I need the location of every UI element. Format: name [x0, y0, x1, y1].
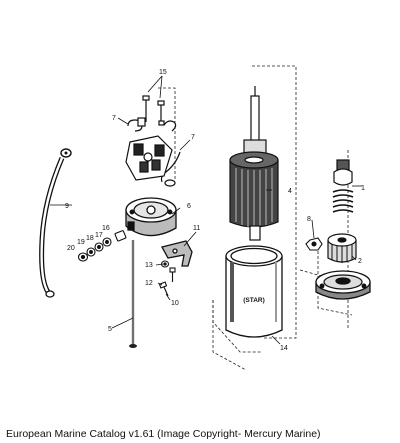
callout-4: 4	[288, 188, 292, 195]
brush-springs	[127, 117, 181, 187]
brush-plate	[125, 135, 173, 181]
callout-10: 10	[171, 300, 179, 307]
callout-8: 8	[307, 216, 311, 223]
drive-end-cap	[315, 270, 371, 300]
callout-14: 14	[280, 345, 288, 352]
callout-5: 5	[108, 326, 112, 333]
callout-17: 17	[95, 232, 103, 239]
callout-9: 9	[65, 203, 69, 210]
callout-1: 1	[361, 185, 365, 192]
callout-20: 20	[67, 245, 75, 252]
starter-housing: (STAR)	[225, 245, 283, 338]
callout-2: 2	[358, 258, 362, 265]
end-cap	[125, 197, 177, 237]
callout-labels: 1 2 4 5 6 7 7 8 9 10 11 12 13 14 15 16 1…	[65, 69, 365, 352]
callout-leaders	[50, 75, 362, 345]
callout-19: 19	[77, 239, 85, 246]
bracket-fasteners	[158, 260, 176, 297]
callout-11: 11	[193, 225, 200, 232]
retaining-nut	[305, 237, 323, 251]
pinion-gear	[327, 233, 357, 263]
housing-label: (STAR)	[243, 297, 265, 304]
callout-16: 16	[102, 225, 110, 232]
callout-6: 6	[187, 203, 191, 210]
callout-13: 13	[145, 262, 153, 269]
callout-18: 18	[86, 235, 94, 242]
catalog-caption: European Marine Catalog v1.61 (Image Cop…	[6, 428, 321, 440]
screws	[142, 95, 165, 126]
battery-cable	[39, 148, 72, 298]
through-bolt	[129, 240, 137, 348]
terminal-hardware	[77, 230, 127, 262]
callout-15: 15	[159, 69, 167, 76]
armature	[229, 86, 279, 241]
callout-12: 12	[145, 280, 153, 287]
starter-motor-exploded-diagram: (STAR)	[39, 65, 371, 371]
callout-7a: 7	[112, 115, 116, 122]
drive-assembly	[332, 159, 354, 213]
callout-7b: 7	[191, 134, 195, 141]
